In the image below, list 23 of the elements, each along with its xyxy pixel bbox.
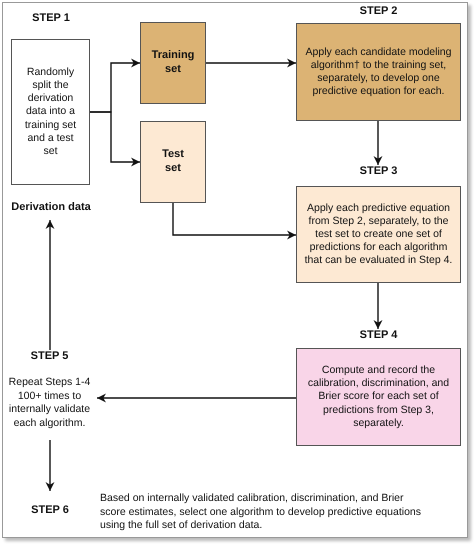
arrow <box>374 121 382 165</box>
arrow <box>46 440 54 491</box>
box-caption: Derivation data <box>10 200 92 214</box>
arrow <box>172 203 296 240</box>
step-heading: STEP 4 <box>358 329 398 341</box>
step-description: Randomly split the derivation data into a training set and a test set <box>24 66 78 158</box>
arrow <box>97 394 296 402</box>
arrow <box>374 283 382 329</box>
step-description: Compute and record the calibration, discrimination, and Brier score for each set of predictions from Step 3, separately. <box>306 364 450 430</box>
step-description: Apply each predictive equation from Step 2, separately, to the test set to create one set of predictions for each algorithm that can be evaluated in Step 4. <box>304 202 454 268</box>
step-heading: STEP 1 <box>31 12 71 24</box>
arrow <box>90 111 140 166</box>
step-description: Repeat Steps 1-4 100+ times to internally validate each algorithm. <box>8 376 92 431</box>
step-heading: STEP 3 <box>358 165 398 177</box>
step-heading: STEP 5 <box>30 350 70 362</box>
step-heading: STEP 2 <box>358 5 398 17</box>
step-heading: STEP 6 <box>30 504 70 516</box>
data-set-box: Training set <box>140 22 206 104</box>
step-description: Apply each candidate modeling algorithm† to the training set, separately, to develop one predictive equation for each. <box>304 46 452 98</box>
step-description: Based on internally validated calibration, discrimination, and Brier score estimates, select one algorithm to develop predictive equations using the full set of derivation data. <box>100 492 422 533</box>
data-set-box: Test set <box>140 121 206 203</box>
arrow <box>206 58 296 68</box>
arrow <box>46 220 54 350</box>
